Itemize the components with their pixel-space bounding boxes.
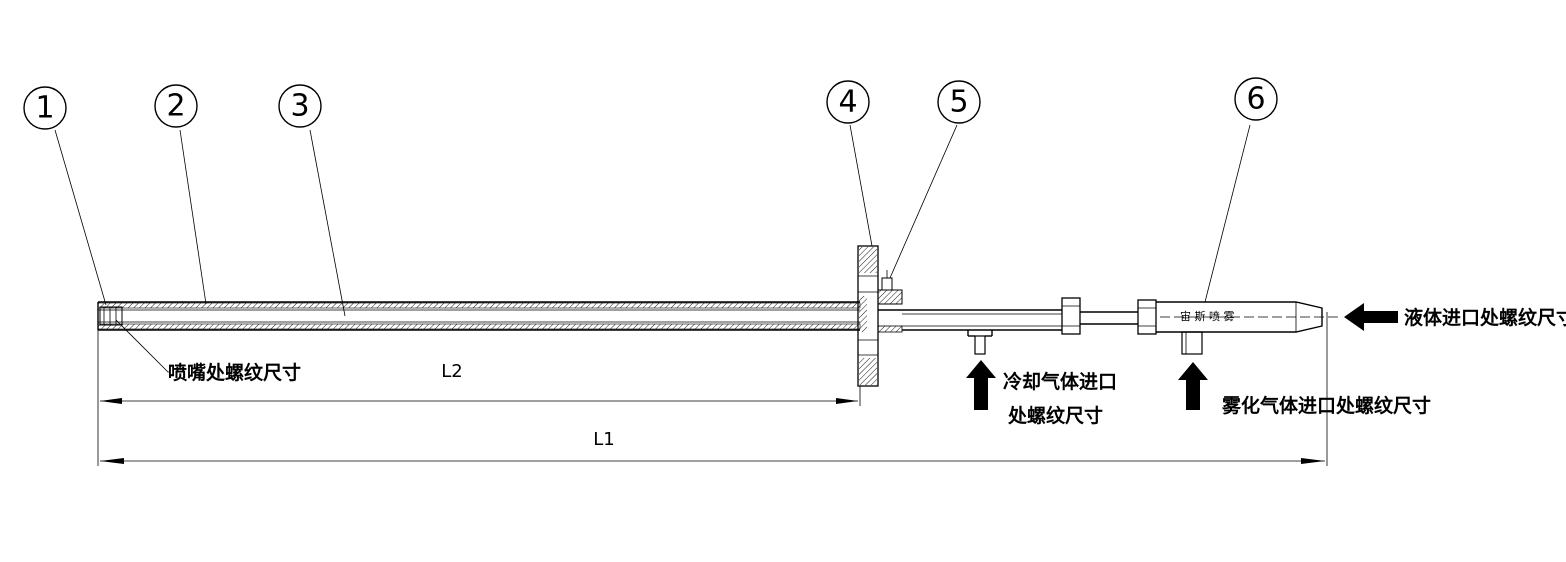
svg-text:2: 2 [166, 89, 185, 124]
brand-mark: 宙 斯 喷 雾 [1180, 309, 1235, 323]
inner-tube [1080, 311, 1138, 325]
nozzle-body [1156, 301, 1340, 355]
cooling-jacket [878, 309, 1062, 355]
atomizing-gas-arrow [1178, 362, 1208, 410]
svg-text:5: 5 [949, 85, 968, 120]
svg-text:4: 4 [838, 85, 857, 120]
cooling-gas-label-line1: 冷却气体进口 [1003, 370, 1117, 393]
svg-text:3: 3 [290, 89, 309, 124]
balloon-3: 3 [278, 84, 322, 128]
svg-text:L1: L1 [593, 429, 614, 450]
cooling-gas-arrow [966, 360, 996, 410]
nozzle-thread-label: 喷嘴处螺纹尺寸 [168, 361, 301, 384]
outer-tube [97, 301, 861, 331]
atomizing-gas-label: 雾化气体进口处螺纹尺寸 [1222, 394, 1431, 417]
nozzle-tip [99, 306, 123, 326]
svg-text:1: 1 [35, 91, 54, 126]
cooling-gas-label-line2: 处螺纹尺寸 [1007, 404, 1103, 427]
leader-lines [54, 124, 1251, 373]
svg-text:L2: L2 [441, 361, 462, 382]
flange [857, 245, 879, 387]
liquid-inlet-arrow [1344, 303, 1398, 331]
balloon-2: 2 [154, 84, 198, 128]
balloon-4: 4 [826, 80, 870, 124]
balloon-1: 1 [23, 86, 67, 130]
balloon-6: 6 [1234, 77, 1278, 121]
liquid-inlet-label: 液体进口处螺纹尺寸 [1404, 306, 1566, 329]
balloon-5: 5 [937, 80, 981, 124]
dimension-l2: L2 [97, 330, 861, 466]
second-nut [1137, 299, 1157, 335]
dimension-l1: L1 [100, 312, 1328, 466]
svg-text:6: 6 [1246, 82, 1265, 117]
coupling-nut [1061, 297, 1081, 335]
gland-bolt [877, 270, 903, 333]
